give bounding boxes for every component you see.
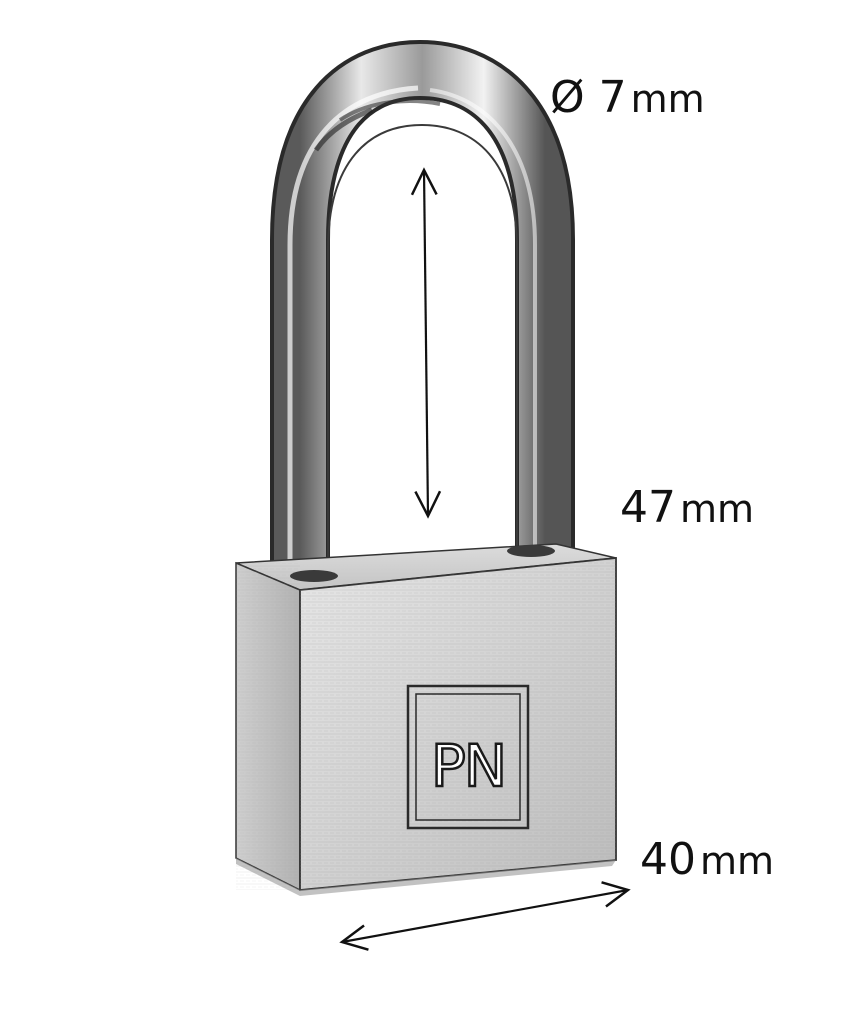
lock-body xyxy=(235,543,617,896)
brand-mark-text: PN xyxy=(431,732,505,800)
body-width-value: 40 xyxy=(640,834,696,885)
shackle xyxy=(270,39,575,572)
height-dimension-arrow xyxy=(410,167,442,519)
brand-frame-inner xyxy=(415,693,521,821)
shackle-diameter-unit: mm xyxy=(630,77,705,121)
brand-frame-outer xyxy=(406,684,530,830)
shackle-inner-edge xyxy=(327,123,518,572)
shackle-highlight xyxy=(287,85,419,560)
shackle-highlight-right xyxy=(429,88,537,545)
shackle-body xyxy=(274,43,571,572)
width-dimension-arrow xyxy=(339,881,631,951)
shackle-diameter-value: Ø 7 xyxy=(550,72,627,123)
shackle-height-unit: mm xyxy=(680,487,755,531)
body-width-unit: mm xyxy=(700,839,775,883)
shackle-height-value: 47 xyxy=(620,482,676,533)
brand-emblem: PN xyxy=(406,684,530,830)
